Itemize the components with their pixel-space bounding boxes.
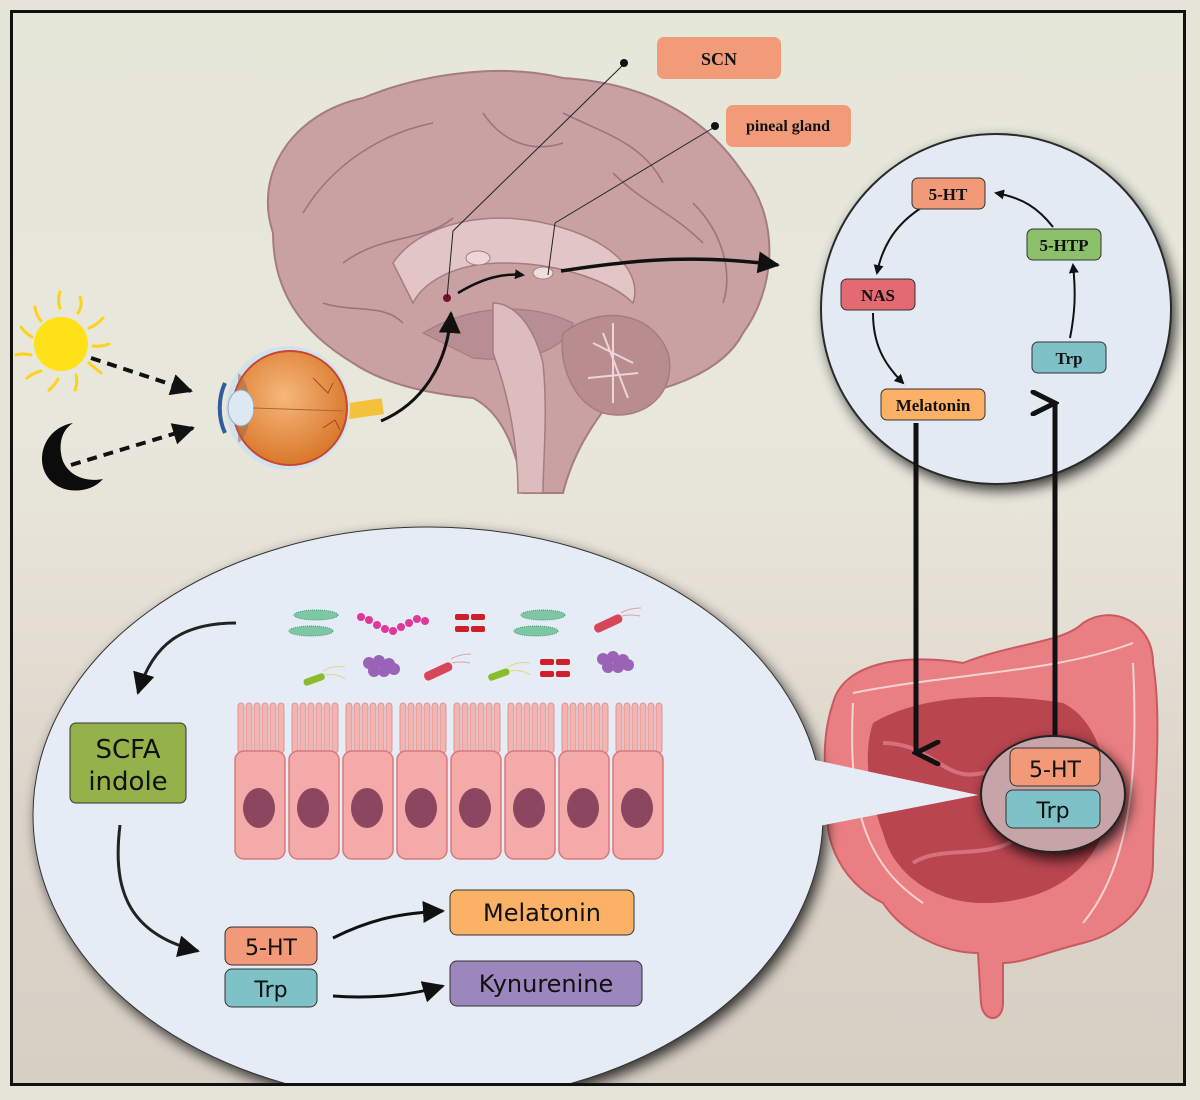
scn-to-pineal-arrow: [457, 269, 525, 295]
svg-text:5-HTP: 5-HTP: [1039, 236, 1088, 255]
epithelial-cell: [234, 702, 286, 860]
cycle-node-nas: NAS: [840, 278, 916, 311]
epithelial-cell: [396, 702, 448, 860]
sun-to-eye-arrow: [90, 356, 193, 396]
zoom-node-trp: Trp: [224, 968, 318, 1008]
zoom-node-melatonin: Melatonin: [449, 889, 635, 936]
serotonin-to-melatonin-arrow: [332, 901, 445, 940]
gut-inset-serotonin: 5-HT: [1029, 758, 1081, 783]
cycle-node-trp: Trp: [1031, 341, 1107, 374]
cycle-node-serotonin: 5-HT: [911, 177, 986, 210]
epithelial-cell: [288, 702, 340, 860]
svg-text:SCFA: SCFA: [95, 735, 160, 765]
moon-to-eye-arrow: [70, 423, 195, 467]
epithelial-cell: [504, 702, 556, 860]
svg-text:5-HT: 5-HT: [929, 185, 968, 204]
svg-text:Kynurenine: Kynurenine: [479, 970, 614, 998]
zoom-node-kynurenine: Kynurenine: [449, 960, 643, 1007]
moon-icon: [42, 423, 103, 491]
figure-frame: SCN pineal gland 5-HT: [10, 10, 1186, 1086]
scn-leader-dot: [620, 59, 628, 67]
cycle-node-melatonin: Melatonin: [880, 388, 986, 421]
pineal-leader-line: [547, 127, 714, 276]
zoom-node-serotonin: 5-HT: [224, 926, 318, 966]
svg-text:NAS: NAS: [861, 286, 895, 305]
sun-icon: [14, 290, 111, 392]
svg-text:5-HT: 5-HT: [245, 936, 297, 961]
svg-text:indole: indole: [88, 767, 167, 797]
gut-inset: 5-HT Trp: [980, 735, 1126, 853]
trp-to-htp-arrow: [1068, 263, 1079, 339]
gut-microbiota: [288, 607, 642, 686]
svg-text:Melatonin: Melatonin: [896, 396, 971, 415]
retina-to-scn-arrow: [380, 311, 461, 423]
svg-text:Melatonin: Melatonin: [483, 899, 601, 927]
epithelial-cell: [450, 702, 502, 860]
epithelial-cell: [558, 702, 610, 860]
svg-text:Trp: Trp: [1055, 349, 1082, 368]
epithelial-cells: [234, 702, 664, 860]
pineal-gland-label-text: pineal gland: [746, 118, 830, 135]
scn-label: SCN: [657, 37, 781, 79]
pineal-gland-label: pineal gland: [726, 105, 851, 147]
scfa-indole-box: SCFA indole: [69, 722, 187, 804]
scfa-to-serotonin-arrow: [116, 824, 200, 958]
svg-text:Trp: Trp: [253, 978, 287, 1003]
epithelial-cell: [612, 702, 664, 860]
cycle-node-5htp: 5-HTP: [1026, 228, 1102, 261]
nas-to-melatonin-arrow: [872, 312, 905, 385]
scn-leader-line: [446, 64, 624, 299]
pineal-leader-dot: [711, 122, 719, 130]
brain-illustration: [266, 69, 771, 494]
trp-to-kynurenine-arrow: [332, 981, 445, 1003]
scn-label-text: SCN: [701, 49, 737, 69]
gut-inset-trp: Trp: [1035, 799, 1069, 824]
pineal-to-cycle-arrow: [560, 251, 780, 274]
microbiota-to-scfa-arrow: [133, 621, 237, 695]
eye-illustration: [217, 346, 384, 470]
epithelial-cell: [342, 702, 394, 860]
htp-to-serotonin-arrow: [994, 189, 1054, 228]
diagram-canvas: SCN pineal gland 5-HT: [14, 37, 1172, 1083]
serotonin-to-nas-arrow: [873, 207, 922, 275]
